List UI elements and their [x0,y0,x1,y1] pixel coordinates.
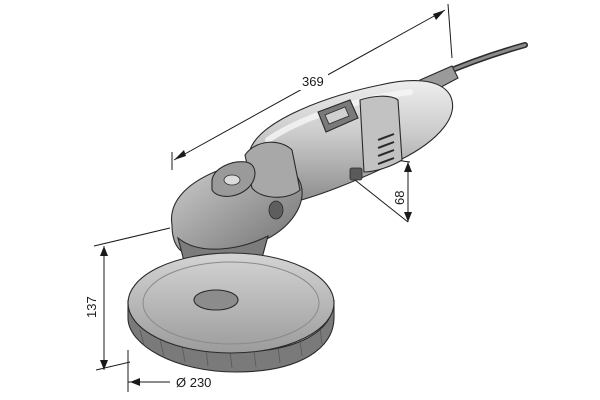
diameter-label: Ø 230 [176,375,211,390]
dimension-body-height: 68 [354,157,412,223]
total-height-arrow-bottom [100,360,108,370]
dimension-length: 369 [171,3,453,170]
head-collar [244,141,301,198]
length-arrow-right [433,10,445,20]
polishing-pad [127,252,335,373]
gear-head [171,141,303,274]
vent-slots [377,133,395,165]
total-height-label: 137 [84,296,99,318]
height-arrow-bottom [404,212,412,222]
dimension-diameter: Ø 230 [127,350,211,392]
grip-band [359,95,403,173]
motor-housing [247,80,454,206]
length-arrow-left [174,150,186,160]
total-height-extension-bottom [95,361,131,371]
total-height-extension-top [93,227,171,247]
pad-foam-texture [139,327,323,369]
dimension-total-height: 137 [84,227,171,371]
length-label-bg [298,72,328,90]
length-extension-right [447,3,453,59]
diameter-arrow [130,378,140,386]
side-knob [268,200,284,220]
length-label: 369 [302,74,324,89]
backing-plate-hub [193,289,239,311]
total-height-arrow-top [100,246,108,256]
height-extension-lower [354,179,409,223]
lock-button [349,167,363,181]
body-height-label: 68 [392,191,407,205]
height-arrow-top [404,162,412,172]
